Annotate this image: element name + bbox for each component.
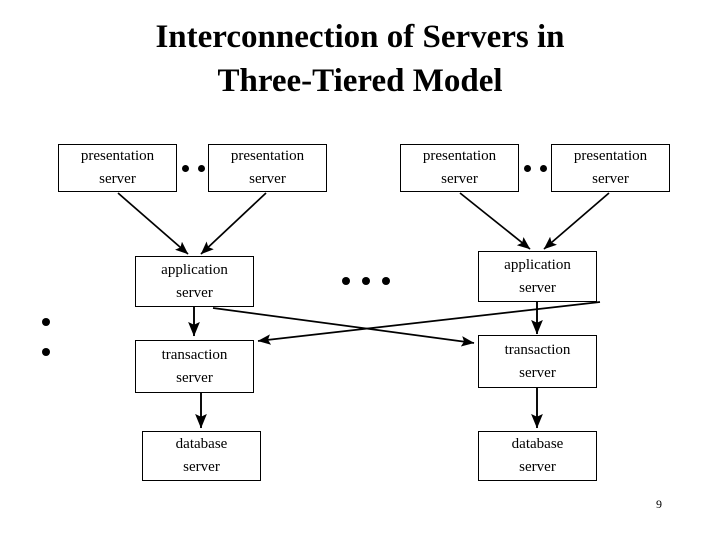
ellipsis-dot (540, 165, 547, 172)
box-label-line-1: application (161, 261, 228, 278)
margin-bullet-2 (42, 348, 50, 356)
box-right-application-server[interactable]: application server (478, 251, 597, 302)
box-label-line-2: server (99, 171, 136, 187)
box-label-line-2: server (176, 284, 213, 301)
ellipsis-dot (198, 165, 205, 172)
box-left-application-server[interactable]: application server (135, 256, 254, 307)
box-label-line-1: presentation (573, 148, 648, 165)
ellipsis-dot (182, 165, 189, 172)
box-right-transaction-server[interactable]: transaction server (478, 335, 597, 388)
box-label-line-2: server (441, 171, 478, 187)
ellipsis-right-presentation (524, 165, 547, 172)
box-label-line-2: server (176, 369, 213, 386)
edge-right-pres2-to-right-app (543, 192, 610, 250)
box-label-line-1: transaction (161, 346, 228, 363)
box-right-database-server[interactable]: database server (478, 431, 597, 481)
box-label-line-2: server (249, 171, 286, 187)
ellipsis-dot (524, 165, 531, 172)
box-left-presentation-server-1[interactable]: presentation server (58, 144, 177, 192)
page-number: 9 (656, 497, 662, 511)
box-label-line-1: application (504, 256, 571, 273)
ellipsis-dot (342, 277, 350, 285)
box-label-line-2: server (519, 364, 556, 381)
box-label-line-2: server (519, 279, 556, 296)
ellipsis-dot (362, 277, 370, 285)
page-title: Interconnection of Servers in Three-Tier… (40, 16, 680, 103)
edge-left-pres1-to-left-app (117, 192, 189, 255)
box-label-line-1: database (511, 436, 564, 453)
ellipsis-dot (382, 277, 390, 285)
edge-right-app-to-left-transaction (257, 301, 601, 345)
page-title-line-2: Three-Tiered Model (217, 62, 503, 99)
edge-right-pres1-to-right-app (459, 192, 531, 250)
box-left-database-server[interactable]: database server (142, 431, 261, 481)
box-label-line-1: database (175, 436, 228, 453)
margin-bullet-1 (42, 318, 50, 326)
edge-left-pres2-to-left-app (200, 192, 267, 255)
box-right-presentation-server-2[interactable]: presentation server (551, 144, 670, 192)
box-label-line-1: transaction (504, 341, 571, 358)
ellipsis-left-presentation (182, 165, 205, 172)
box-left-transaction-server[interactable]: transaction server (135, 340, 254, 393)
box-label-line-2: server (183, 459, 220, 475)
box-label-line-2: server (519, 459, 556, 475)
page-title-line-1: Interconnection of Servers in (155, 19, 565, 55)
box-label-line-1: presentation (422, 148, 497, 165)
box-right-presentation-server-1[interactable]: presentation server (400, 144, 519, 192)
box-label-line-2: server (592, 171, 629, 187)
edge-left-app-to-right-transaction (212, 307, 475, 347)
box-left-presentation-server-2[interactable]: presentation server (208, 144, 327, 192)
ellipsis-between-clusters (342, 277, 390, 285)
box-label-line-1: presentation (230, 148, 305, 165)
box-label-line-1: presentation (80, 148, 155, 165)
